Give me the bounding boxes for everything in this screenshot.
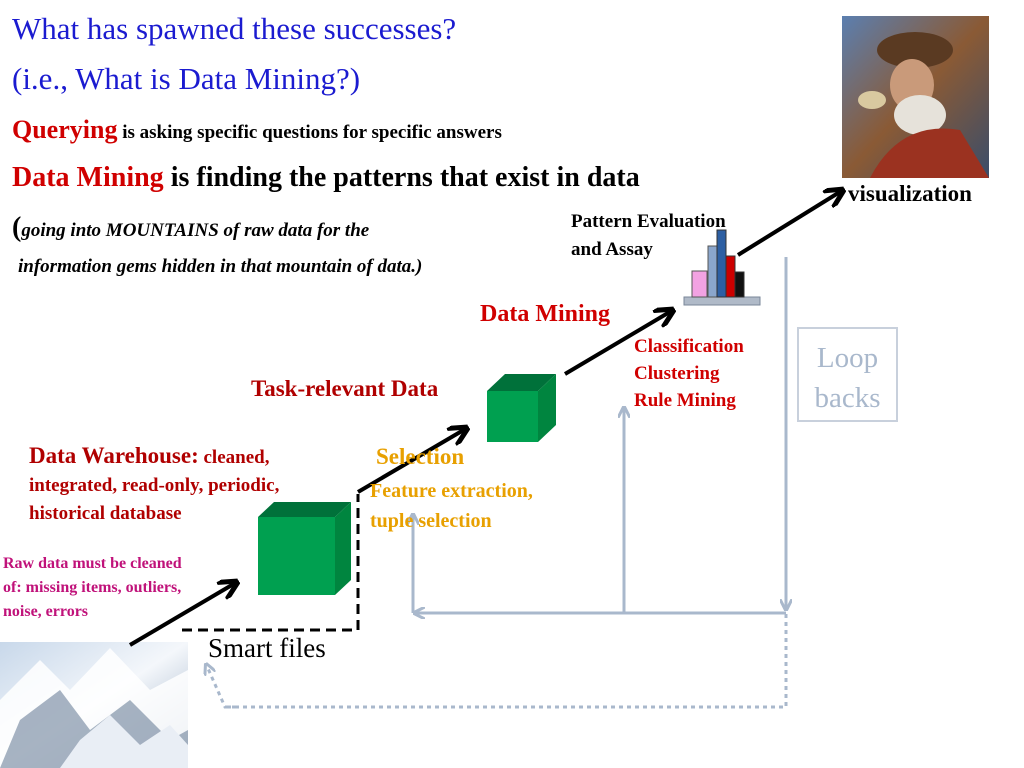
open-paren: ( — [12, 212, 22, 243]
pattern-eval-line-1: Pattern Evaluation — [571, 211, 726, 232]
loop-back-arrows — [206, 257, 898, 709]
visualization-label: visualization — [848, 181, 972, 206]
data-mining-term: Data Mining — [12, 162, 164, 193]
title-line-2: (i.e., What is Data Mining?) — [12, 61, 361, 96]
selection-item-2: tuple selection — [370, 510, 492, 532]
pattern-evaluation-label: Pattern Evaluation and Assay — [571, 208, 726, 264]
loop-backs-line-1: Loop — [816, 342, 879, 374]
selection-items: Feature extraction, tuple selection — [370, 476, 533, 536]
method-classification: Classification — [634, 336, 744, 357]
warehouse-desc-3: historical database — [29, 503, 182, 524]
warehouse-desc-2: integrated, read-only, periodic, — [29, 475, 280, 496]
pattern-chart-icon — [683, 229, 761, 306]
warehouse-desc-1: cleaned, — [198, 447, 270, 468]
warehouse-label: Data Warehouse: cleaned, integrated, rea… — [29, 442, 279, 528]
querying-term: Querying — [12, 115, 118, 144]
warehouse-term: Data Warehouse: — [29, 443, 199, 468]
smart-files-label: Smart files — [208, 633, 326, 663]
loop-backs-label: Loop backs — [798, 338, 897, 418]
querying-text: is asking specific questions for specifi… — [117, 122, 502, 143]
raw-data-line-2: of: missing items, outliers, — [3, 579, 182, 596]
loop-backs-line-2: backs — [814, 382, 881, 414]
warehouse-cube — [258, 502, 351, 595]
gems-line-2: information gems hidden in that mountain… — [18, 256, 423, 277]
selection-item-1: Feature extraction, — [370, 480, 533, 502]
data-mining-step-label: Data Mining — [480, 301, 611, 327]
pattern-eval-line-2: and Assay — [571, 239, 653, 260]
prospector-image — [842, 16, 989, 178]
raw-data-note: Raw data must be cleaned of: missing ite… — [3, 552, 182, 624]
data-mining-methods: Classification Clustering Rule Mining — [634, 333, 744, 414]
method-clustering: Clustering — [634, 363, 720, 384]
data-mining-definition: Data Mining is finding the patterns that… — [12, 162, 640, 194]
selection-label: Selection — [376, 444, 465, 469]
raw-data-line-3: noise, errors — [3, 603, 89, 620]
querying-definition: Querying is asking specific questions fo… — [12, 115, 502, 145]
title-line-1: What has spawned these successes? — [12, 11, 457, 46]
task-relevant-cube — [487, 374, 556, 442]
task-relevant-label: Task-relevant Data — [251, 376, 439, 401]
gems-text-1: going into MOUNTAINS of raw data for the — [21, 220, 370, 241]
data-mining-text: is finding the patterns that exist in da… — [163, 162, 640, 193]
raw-data-line-1: Raw data must be cleaned — [3, 555, 182, 572]
mountain-image — [0, 642, 188, 768]
gems-line-1: (going into MOUNTAINS of raw data for th… — [12, 212, 369, 244]
method-rule-mining: Rule Mining — [634, 390, 736, 411]
